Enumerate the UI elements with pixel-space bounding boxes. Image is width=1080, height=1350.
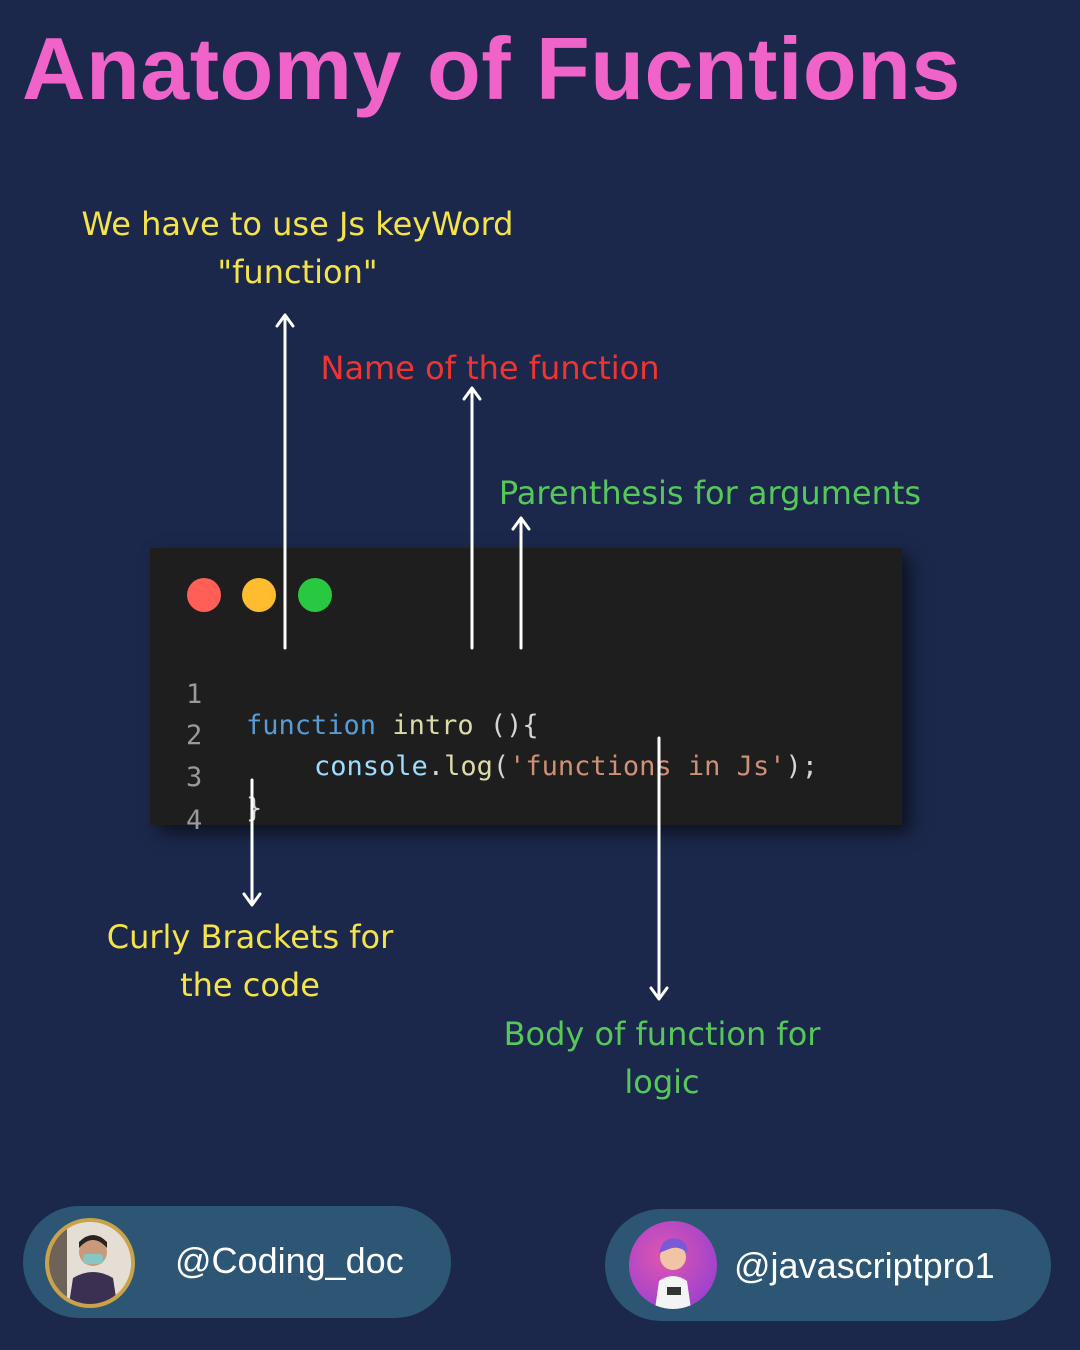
console-object: console bbox=[314, 751, 428, 782]
page-title: Anatomy of Fucntions bbox=[22, 19, 961, 118]
line-number: 1 bbox=[186, 679, 203, 710]
code-line-4: 4 bbox=[150, 774, 215, 836]
parens-annotation: Parenthesis for arguments bbox=[498, 474, 922, 512]
log-method: log bbox=[444, 751, 493, 782]
body-annotation-line2: logic bbox=[624, 1063, 700, 1101]
name-annotation: Name of the function bbox=[320, 349, 660, 387]
keyword-arrow-icon bbox=[275, 313, 295, 650]
coding-doc-avatar bbox=[45, 1218, 135, 1308]
curly-annotation: Curly Brackets for the code bbox=[90, 913, 410, 1009]
body-annotation: Body of function for logic bbox=[482, 1010, 842, 1106]
body-annotation-line1: Body of function for bbox=[503, 1015, 821, 1053]
closing-brace: } bbox=[246, 793, 263, 824]
curly-annotation-line2: the code bbox=[180, 966, 320, 1004]
code-line-2: 2 console.log('functions in Js'); bbox=[150, 689, 818, 782]
code-line-3: 3 } bbox=[150, 731, 262, 824]
curly-arrow-icon bbox=[242, 778, 262, 907]
keyword-annotation-line2: "function" bbox=[217, 253, 378, 291]
javascriptpro-avatar bbox=[629, 1221, 717, 1309]
dot-operator: . bbox=[427, 751, 445, 782]
function-parens: (){ bbox=[473, 710, 539, 741]
line-number: 2 bbox=[186, 720, 203, 751]
string-literal: 'functions in Js' bbox=[509, 751, 786, 782]
name-arrow-icon bbox=[462, 386, 482, 650]
minimize-dot-icon bbox=[242, 578, 276, 612]
code-text: function intro (){ bbox=[246, 710, 539, 741]
curly-annotation-line1: Curly Brackets for bbox=[106, 918, 394, 956]
right-profile-pill[interactable]: @javascriptpro1 bbox=[605, 1209, 1051, 1321]
open-paren: ( bbox=[492, 751, 510, 782]
keyword-annotation-line1: We have to use Js keyWord bbox=[81, 205, 514, 243]
function-keyword: function bbox=[246, 710, 377, 741]
code-text: console.log('functions in Js'); bbox=[314, 751, 818, 782]
body-arrow-icon bbox=[649, 736, 669, 1001]
line-number: 3 bbox=[186, 762, 203, 793]
right-handle[interactable]: @javascriptpro1 bbox=[734, 1245, 995, 1286]
left-profile-pill[interactable]: @Coding_doc bbox=[23, 1206, 451, 1318]
code-editor-window: 1 function intro (){ 2 console.log('func… bbox=[150, 548, 902, 836]
code-line-1: 1 function intro (){ bbox=[150, 648, 539, 741]
maximize-dot-icon bbox=[298, 578, 332, 612]
parens-arrow-icon bbox=[511, 516, 531, 650]
function-name: intro bbox=[392, 710, 474, 741]
keyword-annotation: We have to use Js keyWord "function" bbox=[40, 200, 555, 296]
line-number: 4 bbox=[186, 805, 203, 836]
left-handle[interactable]: @Coding_doc bbox=[175, 1240, 404, 1281]
close-paren: ); bbox=[785, 751, 818, 782]
close-dot-icon bbox=[187, 578, 221, 612]
